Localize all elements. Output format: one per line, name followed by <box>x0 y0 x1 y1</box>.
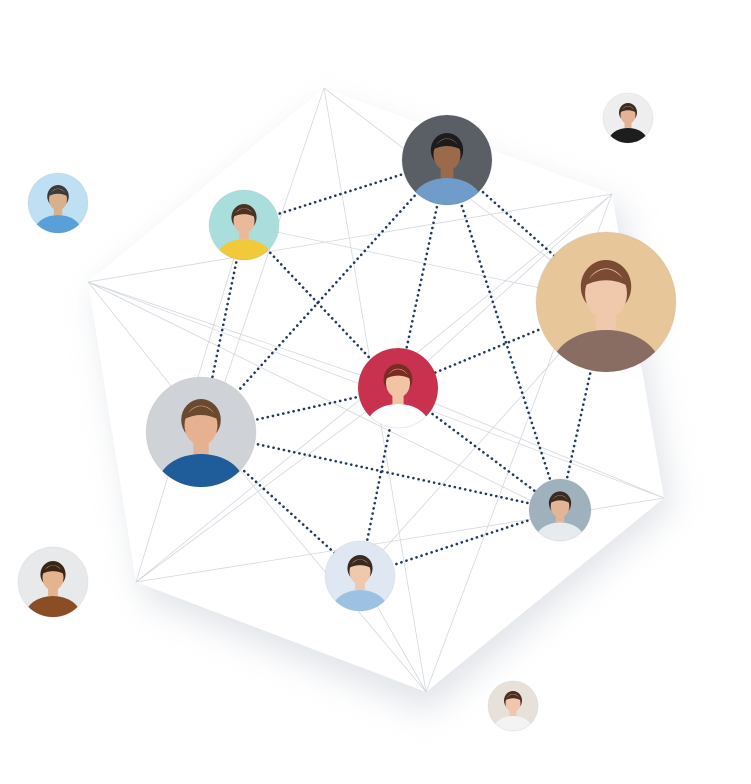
connection-man-yellow-shirt-woman-headphones <box>265 247 374 362</box>
connection-woman-headphones-woman-denim <box>365 423 392 545</box>
connection-woman-hair-bun-man-at-desk <box>564 367 593 483</box>
avatar-man-drinking[interactable] <box>602 92 654 156</box>
mesh-line <box>397 193 613 389</box>
mesh-line <box>207 431 427 693</box>
avatar-man-yellow-shirt[interactable] <box>208 189 280 278</box>
avatar-woman-hair-bun[interactable] <box>535 231 677 407</box>
avatar-woman-denim[interactable] <box>324 540 396 629</box>
avatar-man-denim-shirt[interactable] <box>401 114 493 228</box>
connection-man-denim-shirt-man-yellow-shirt <box>274 171 408 217</box>
connection-woman-hair-bun-woman-headphones <box>431 326 545 375</box>
mesh-line <box>87 193 613 283</box>
avatar-man-blue-scarf[interactable] <box>145 376 257 515</box>
mesh-line <box>87 281 561 516</box>
connections <box>210 171 593 567</box>
connection-woman-denim-man-at-desk <box>390 517 534 567</box>
connection-man-denim-shirt-woman-hair-bun <box>477 187 557 259</box>
connection-man-yellow-shirt-man-blue-scarf <box>210 256 239 382</box>
connection-man-denim-shirt-woman-headphones <box>404 200 440 353</box>
avatar-man-plaid-laptop[interactable] <box>17 546 89 635</box>
avatars <box>17 92 677 744</box>
mesh-line <box>207 87 325 433</box>
mesh-line <box>135 387 399 583</box>
avatar-man-at-desk[interactable] <box>528 478 592 557</box>
avatar-backpacker[interactable] <box>27 172 89 248</box>
connection-woman-headphones-man-at-desk <box>427 409 539 494</box>
mesh-line <box>87 281 399 389</box>
avatar-woman-laptop[interactable] <box>487 680 539 744</box>
mesh-line <box>397 387 665 499</box>
avatar-woman-headphones[interactable] <box>357 347 439 448</box>
connection-man-denim-shirt-man-at-desk <box>458 199 553 484</box>
connection-man-blue-scarf-woman-denim <box>238 466 337 556</box>
connection-man-blue-scarf-man-at-desk <box>251 441 533 506</box>
